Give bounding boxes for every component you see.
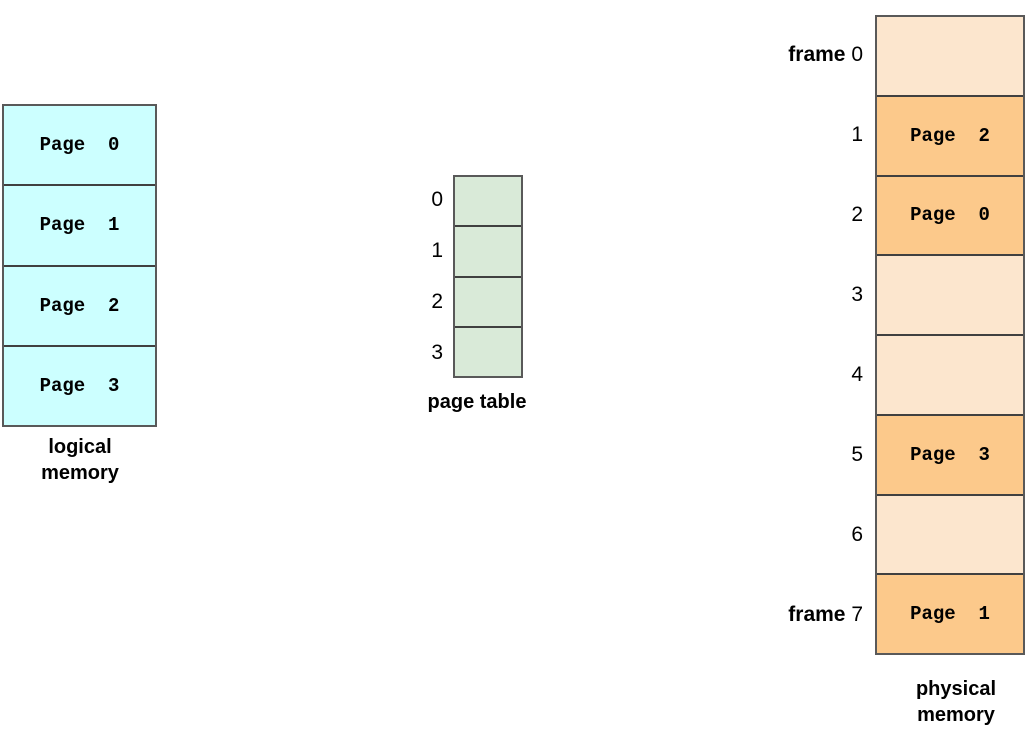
physical-memory-frame-label-column: frame 0 1 2 3 4 5 6 frame 7 xyxy=(715,15,863,655)
physical-memory-caption: physical memory xyxy=(876,676,1029,728)
page-table-entry-3 xyxy=(455,325,521,376)
logical-memory-cell-page-1: Page 1 xyxy=(4,184,155,265)
physical-frame-3-empty xyxy=(877,254,1023,334)
frame-number-5: 5 xyxy=(851,443,863,466)
frame-label-3: 3 xyxy=(715,255,863,335)
frame-label-7: frame 7 xyxy=(715,575,863,655)
frame-label-0: frame 0 xyxy=(715,15,863,95)
physical-frame-7-content: Page 1 xyxy=(877,573,1023,653)
page-table-index-1: 1 xyxy=(431,239,443,263)
page-table-index-column: 0 1 2 3 xyxy=(395,175,443,378)
logical-memory-cell-page-0: Page 0 xyxy=(4,106,155,185)
physical-frame-2-content: Page 0 xyxy=(877,174,1023,255)
logical-memory-caption-line2: memory xyxy=(41,462,119,484)
page-table-index-2: 2 xyxy=(431,289,443,313)
page-table-entry-0 xyxy=(455,177,521,226)
page-table-index-0: 0 xyxy=(431,188,443,212)
frame-label-1: 1 xyxy=(715,95,863,175)
logical-memory-cell-page-3: Page 3 xyxy=(4,344,155,425)
frame-label-2: 2 xyxy=(715,175,863,255)
physical-frame-5-content: Page 3 xyxy=(877,413,1023,494)
frame-number-0: 0 xyxy=(851,43,863,66)
physical-frame-4-empty xyxy=(877,334,1023,414)
page-table-entry-1 xyxy=(455,225,521,276)
page-table-index-3: 3 xyxy=(431,340,443,364)
physical-memory-caption-line1: physical xyxy=(915,678,997,700)
frame-number-7: 7 xyxy=(851,603,863,626)
page-table-entry-2 xyxy=(455,275,521,326)
frame-label-6: 6 xyxy=(715,495,863,575)
frame-number-2: 2 xyxy=(851,203,863,226)
frame-number-3: 3 xyxy=(851,283,863,306)
physical-memory-caption-line2: memory xyxy=(917,704,995,726)
frame-label-prefix-0: frame xyxy=(788,43,852,66)
frame-label-prefix-7: frame xyxy=(788,603,852,626)
frame-number-6: 6 xyxy=(851,523,863,546)
logical-memory-cell-page-2: Page 2 xyxy=(4,264,155,345)
frame-label-5: 5 xyxy=(715,415,863,495)
frame-label-4: 4 xyxy=(715,335,863,415)
frame-number-4: 4 xyxy=(851,363,863,386)
page-table-caption: page table xyxy=(427,391,527,413)
logical-memory-caption: logical memory xyxy=(0,434,160,486)
page-table-box xyxy=(453,175,523,378)
logical-memory-caption-line1: logical xyxy=(48,436,112,458)
physical-frame-1-content: Page 2 xyxy=(877,94,1023,175)
frame-number-1: 1 xyxy=(851,123,863,146)
physical-frame-0-empty xyxy=(877,17,1023,95)
physical-frame-6-empty xyxy=(877,493,1023,574)
